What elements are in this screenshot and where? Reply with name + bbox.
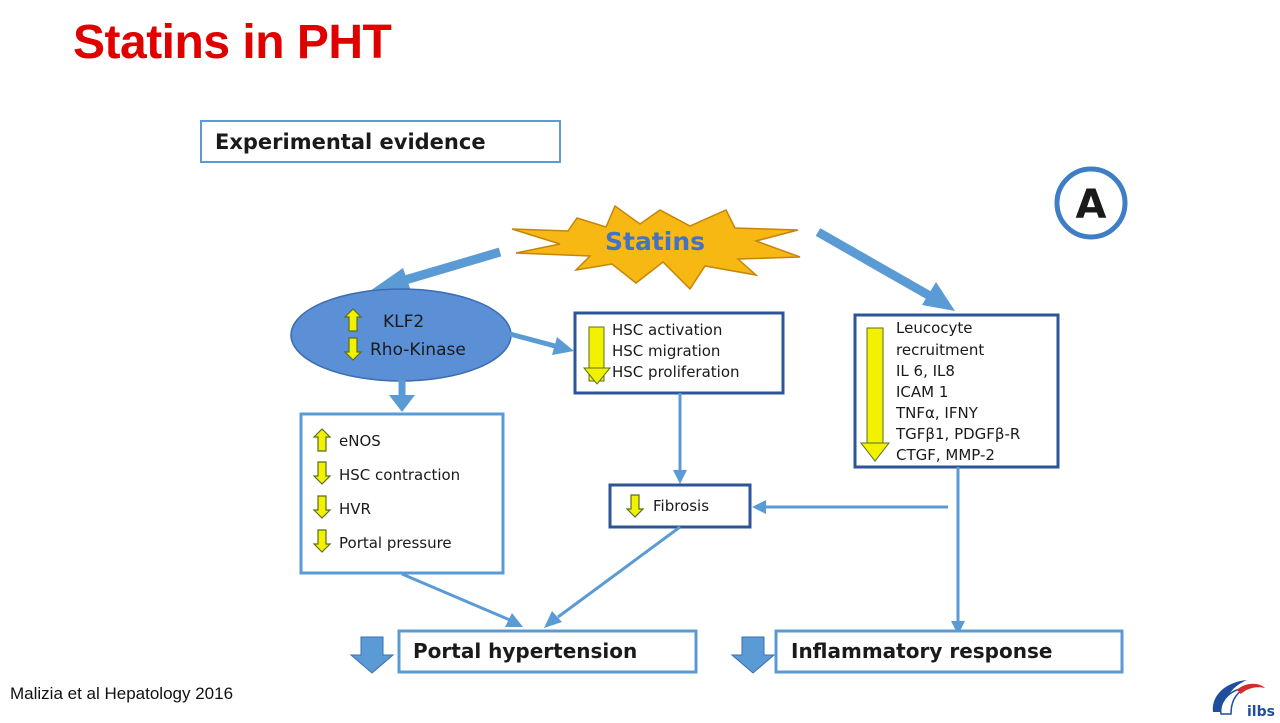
- recruitment-label: recruitment: [896, 341, 984, 359]
- hsc-migration-label: HSC migration: [612, 342, 720, 360]
- leucocyte-label: Leucocyte: [896, 319, 973, 337]
- experimental-evidence-box: Experimental evidence: [200, 120, 561, 163]
- hsc-activation-label: HSC activation: [612, 321, 722, 339]
- il6-il8-label: IL 6, IL8: [896, 362, 955, 380]
- citation-text: Malizia et al Hepatology 2016: [10, 684, 234, 703]
- fibrosis-box: Fibrosis: [608, 483, 752, 529]
- hsc-contraction-label: HSC contraction: [339, 466, 460, 484]
- panel-label-text: A: [1076, 182, 1107, 228]
- statins-starburst: Statins: [511, 204, 801, 291]
- hvr-label: HVR: [339, 500, 371, 518]
- inflammatory-response-down-arrow-icon: [730, 636, 776, 674]
- ilbs-logo-text: ilbs: [1247, 704, 1275, 718]
- portal-hypertension-label: Portal hypertension: [413, 639, 637, 663]
- arrow-klf-to-enos: [389, 380, 415, 412]
- inflammatory-response-label: Inflammatory response: [791, 639, 1052, 663]
- arrow-fibrosis-to-portal-hypertension: [544, 525, 681, 628]
- klf2-label: KLF2: [383, 312, 424, 332]
- tgfb1-pdgfbr-label: TGFβ1, PDGFβ-R: [895, 425, 1020, 443]
- arrow-enos-to-portal-hypertension: [401, 572, 523, 627]
- arrow-statins-to-inflammation: [815, 228, 955, 311]
- arrow-hsc-to-fibrosis: [673, 393, 687, 484]
- enos-box: eNOS HSC contraction HVR Portal pressure: [299, 412, 505, 575]
- portal-hypertension-down-arrow-icon: [349, 636, 395, 674]
- portal-hypertension-outcome: Portal hypertension: [349, 629, 698, 674]
- fibrosis-label: Fibrosis: [653, 497, 709, 515]
- arrow-statins-to-klf: [370, 247, 502, 294]
- hsc-box: HSC activation HSC migration HSC prolife…: [573, 311, 785, 395]
- tnfa-ifny-label: TNFα, IFNY: [895, 404, 979, 422]
- enos-label: eNOS: [339, 432, 381, 450]
- experimental-evidence-label: Experimental evidence: [215, 130, 486, 154]
- rho-kinase-label: Rho-Kinase: [370, 340, 466, 360]
- ctgf-mmp2-label: CTGF, MMP-2: [896, 446, 995, 464]
- icam1-label: ICAM 1: [896, 383, 948, 401]
- hsc-proliferation-label: HSC proliferation: [612, 363, 740, 381]
- panel-label-a: A: [1054, 166, 1128, 240]
- slide-title: Statins in PHT: [73, 16, 392, 69]
- inflammatory-response-outcome: Inflammatory response: [730, 629, 1124, 674]
- inflammation-box: Leucocyte recruitment IL 6, IL8 ICAM 1 T…: [853, 313, 1060, 469]
- arrow-inflammation-to-fibrosis: [752, 467, 965, 635]
- statins-label: Statins: [605, 227, 705, 256]
- klf2-rho-kinase-node: KLF2 Rho-Kinase: [290, 288, 512, 382]
- portal-pressure-label: Portal pressure: [339, 534, 452, 552]
- ilbs-logo: ilbs: [1207, 672, 1275, 720]
- arrow-klf-to-hsc: [509, 331, 574, 355]
